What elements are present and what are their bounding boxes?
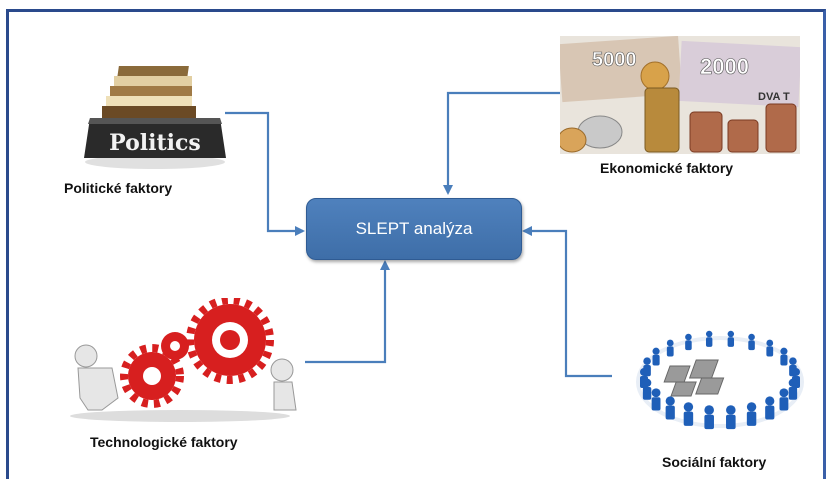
person-figure-head [651,388,661,398]
person-figure-body [779,397,789,411]
arrow-economic [443,91,560,195]
money-coins-icon: 5000 2000 DVA T [560,36,800,154]
person-figure-head [705,330,713,338]
arrow-political [225,111,305,236]
person-figure-head [726,405,736,415]
economic-factors-label: Ekonomické faktory [600,160,734,176]
person-figure-body [685,340,692,351]
person-figure-head [666,339,674,347]
diagram-frame [6,9,826,479]
person-figure-head [727,330,735,338]
arrow-social [522,226,612,378]
person-figure-head [746,402,757,412]
banknote-value: DVA T [758,91,790,103]
person-figure-body [789,364,797,377]
person-figure-body [652,354,660,366]
person-figure-head [780,347,788,355]
gears-people-icon [70,298,297,422]
person-figure-head [704,405,714,415]
arrow-technological [305,260,390,364]
person-figure-head [685,333,692,341]
slept-analysis-label: SLEPT analýza [355,219,473,238]
person-figure-body [643,364,651,377]
person-figure-body [780,354,788,366]
banknote-value: 5000 [592,49,637,71]
person-figure-head [652,347,660,355]
person-figure-body [788,387,798,400]
people-circle-puzzle-icon [636,330,804,430]
person-figure-head [788,378,798,388]
person-figure-head [779,388,789,398]
person-figure-head [766,339,774,347]
person-figure-body [727,337,735,347]
person-figure-body [665,405,675,420]
person-figure-body [748,340,755,351]
politics-image-text: Politics [109,130,201,156]
technological-factors-label: Technologické faktory [90,434,238,450]
slept-analysis-box: SLEPT analýza [306,198,522,260]
politics-books-icon: Politics [84,66,226,169]
person-figure-body [651,397,661,411]
person-figure-head [643,357,651,365]
person-figure-body [666,346,674,357]
social-factors-label: Sociální faktory [662,454,767,470]
person-figure-head [665,396,675,406]
person-figure-body [705,337,713,347]
person-figure-head [748,333,755,341]
person-figure-body [683,411,694,426]
person-figure-head [683,402,694,412]
person-figure-body [640,376,648,388]
person-figure-body [746,411,757,426]
political-factors-label: Politické faktory [64,180,173,196]
banknote-value: 2000 [700,54,749,79]
person-figure-body [642,387,652,400]
person-figure-body [704,414,714,430]
person-figure-body [766,346,774,357]
person-figure-body [765,405,775,420]
person-figure-head [765,396,775,406]
person-figure-head [789,357,797,365]
person-figure-body [726,414,736,430]
